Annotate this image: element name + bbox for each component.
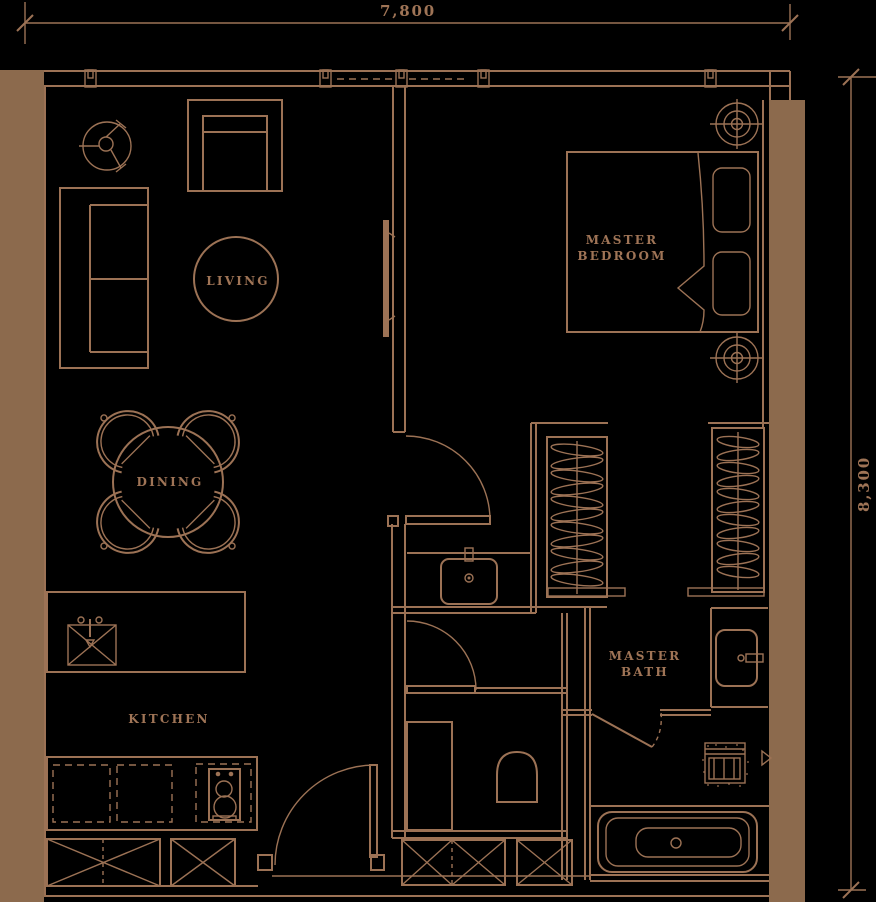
dining-chair [96,490,160,554]
master-bedroom-label-line1: MASTER [585,233,659,247]
window-mullion [84,69,717,88]
bath-vanity [715,629,764,687]
service-shaft [170,838,236,887]
master-bedroom-label-line2: BEDROOM [577,249,667,263]
service-shaft [516,839,573,886]
dining-table [112,426,224,538]
base-cabinet [116,764,173,823]
living-table [193,236,279,322]
right-wall [769,100,805,902]
toilet [496,750,538,803]
wc-door [406,620,477,694]
base-cabinet [52,764,111,823]
pillow [712,167,751,233]
bath-door [591,711,662,748]
wardrobe [546,436,626,598]
washbasin [440,547,498,605]
service-shaft [46,838,161,887]
pillow [712,251,751,316]
left-wall [0,70,44,902]
tv-panel [383,220,396,337]
ceiling-fan-symbol [79,119,132,173]
dimension-right-label: 8,300 [855,456,873,512]
wardrobe [687,427,765,597]
kitchen-sink [67,616,117,666]
wardrobe-shelf [687,587,765,597]
dimension-right [838,68,876,899]
blanket-fold [676,152,705,333]
dining-label: DINING [136,475,204,489]
dining-chair [96,410,160,474]
kitchen-label: KITCHEN [128,712,210,726]
service-shaft [401,839,506,886]
slope-arrow-icon [761,749,773,767]
ceiling-light-marker [710,333,764,383]
kitchen-counter [46,756,258,831]
dining-chair [176,410,240,474]
master-bedroom-label: MASTER BEDROOM [577,232,666,264]
sofa [59,187,149,369]
floor-drain-grate [702,742,773,787]
master-bath-label-line2: BATH [621,665,669,679]
dining-set [96,410,240,554]
interior-walls [387,86,769,880]
armchair [187,99,283,192]
dimension-top-label: 7,800 [380,2,436,20]
entry-jamb-left [257,854,273,871]
cooktop [195,763,252,823]
bedroom-door [405,435,491,525]
master-bath-label-line1: MASTER [608,649,682,663]
ceiling-light-marker [710,99,764,149]
bathtub [590,805,769,873]
living-label: LIVING [206,274,270,288]
bed [566,151,759,333]
exterior-walls [0,69,805,902]
entrance-door [274,764,378,866]
dimension-top [16,2,799,44]
dining-chair [176,490,240,554]
master-bath-label: MASTER BATH [609,648,682,680]
wardrobe-shelf [547,587,626,597]
kitchen-island [46,591,246,673]
shower-stall [406,721,453,831]
